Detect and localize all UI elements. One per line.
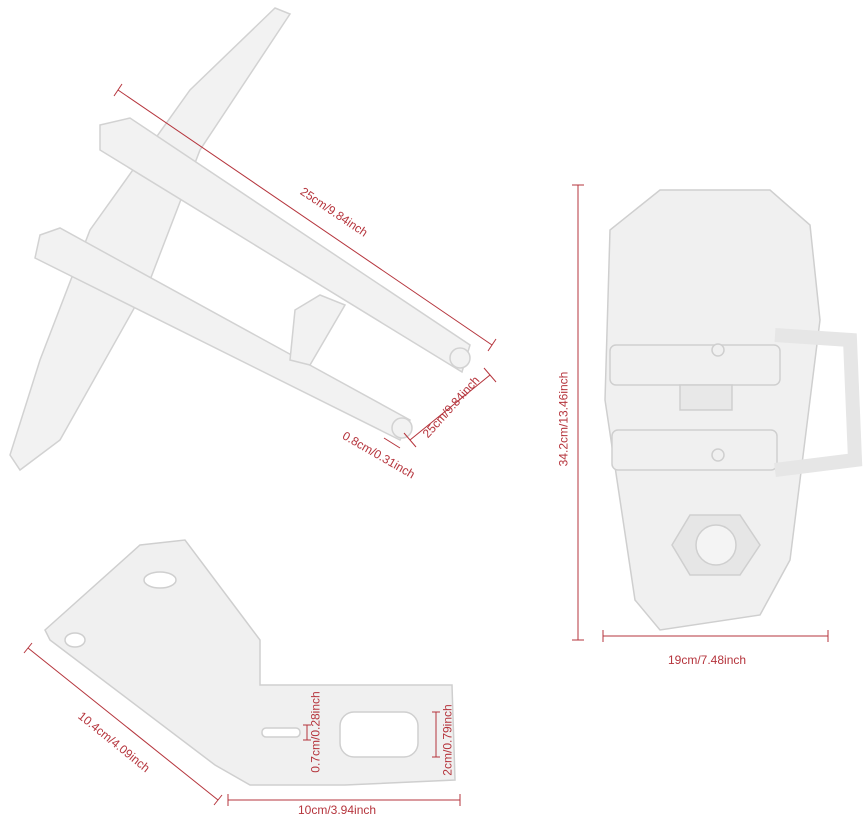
mudguard-width-label: 19cm/7.48inch (668, 653, 747, 667)
bracket-arm-part (9, 7, 471, 472)
small-slot-label: 0.7cm/0.28inch (308, 691, 323, 773)
large-slot-label: 2cm/0.79inch (440, 704, 455, 776)
mudguard-height-label: 34.2cm/13.46inch (556, 371, 571, 467)
dimension-lines (23, 83, 829, 806)
mounting-plate-part (44, 539, 456, 786)
plate-length-label: 10cm/3.94inch (298, 803, 377, 817)
mudguard-part (604, 189, 863, 631)
